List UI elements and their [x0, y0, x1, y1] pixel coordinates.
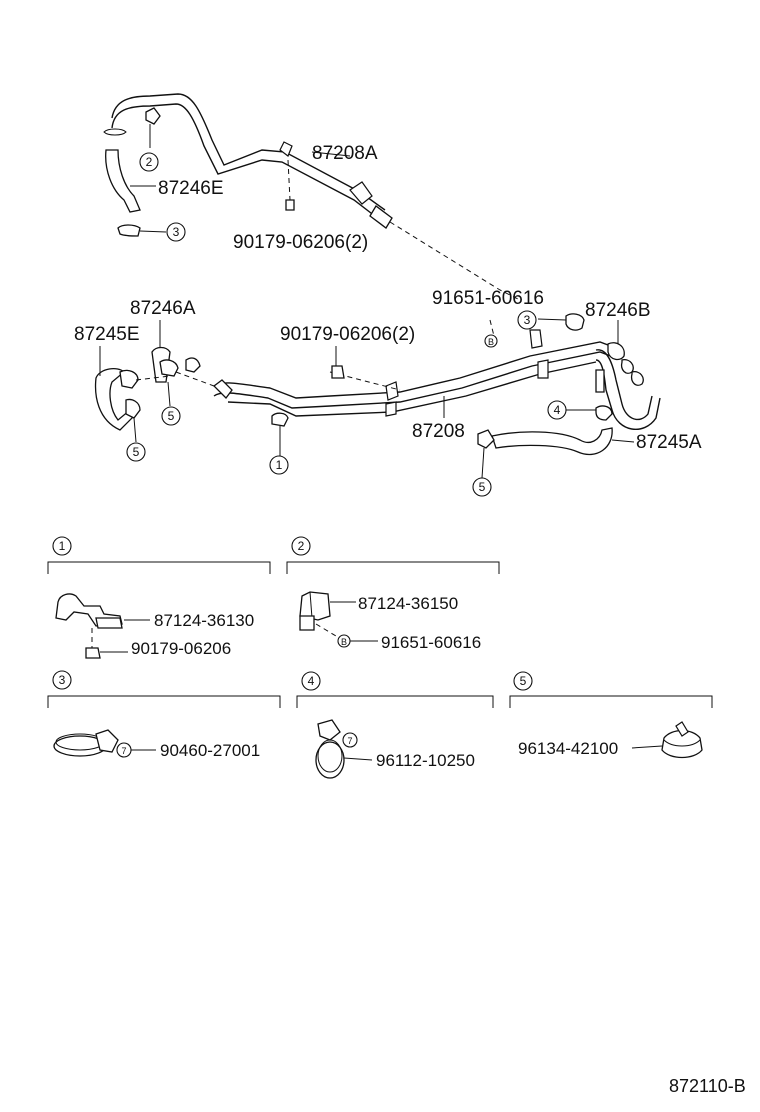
- detail-box-1-part-1: 87124-36130: [154, 611, 254, 630]
- marker-5-left: 5: [133, 445, 140, 459]
- detail-box-3-part-1: 90460-27001: [160, 741, 260, 760]
- label-90179-06206-mid: 90179-06206(2): [280, 324, 415, 345]
- hose-87246B: [537, 313, 661, 431]
- main-pipe-87208: [213, 319, 617, 417]
- detail-box-4-number: 4: [308, 674, 315, 688]
- detail-box-5-number: 5: [520, 674, 527, 688]
- detail-box-4-marker: 7: [347, 736, 352, 746]
- detail-box-3-number: 3: [59, 673, 66, 687]
- marker-5-bottom: 5: [479, 480, 486, 494]
- hose-87246E: [103, 107, 167, 237]
- label-87208: 87208: [412, 421, 465, 442]
- marker-1: 1: [276, 458, 283, 472]
- diagram-code: 872110-B: [669, 1076, 746, 1096]
- detail-box-2-part-2: 91651-60616: [381, 633, 481, 652]
- detail-box-1-part-2: 90179-06206: [131, 639, 231, 658]
- marker-5-mid: 5: [168, 409, 175, 423]
- detail-box-4: 4 7 96112-10250: [296, 671, 494, 779]
- marker-2: 2: [146, 155, 153, 169]
- marker-3-right: 3: [524, 313, 531, 327]
- label-91651-60616: 91651-60616: [432, 288, 544, 309]
- detail-box-2: 2 B 87124-36150 91651-60616: [286, 536, 500, 652]
- detail-box-4-part-1: 96112-10250: [376, 751, 475, 770]
- hose-87245A: [271, 405, 613, 456]
- label-90179-06206-top: 90179-06206(2): [233, 232, 368, 253]
- detail-box-5: 5 96134-42100: [509, 671, 713, 759]
- label-87246E: 87246E: [158, 178, 224, 199]
- label-87245E: 87245E: [74, 324, 140, 345]
- label-87208A: 87208A: [312, 143, 378, 164]
- hose-87246A: [151, 346, 215, 387]
- detail-box-1-number: 1: [59, 539, 66, 553]
- marker-3-top: 3: [173, 225, 180, 239]
- detail-box-5-part-1: 96134-42100: [518, 739, 618, 758]
- marker-4: 4: [554, 403, 561, 417]
- upper-pipe-87208A: [111, 93, 521, 301]
- marker-B-right: B: [488, 337, 494, 347]
- detail-box-1: 1 87124-36130 90179-06206: [47, 536, 271, 659]
- label-87246B: 87246B: [585, 300, 651, 321]
- detail-box-3: 3 7 90460-27001: [47, 670, 281, 760]
- label-87246A: 87246A: [130, 298, 196, 319]
- label-87245A: 87245A: [636, 432, 702, 453]
- detail-box-3-marker: 7: [121, 746, 126, 756]
- detail-box-2-number: 2: [298, 539, 305, 553]
- leader-87208A: [311, 151, 351, 157]
- detail-box-2-part-1: 87124-36150: [358, 594, 458, 613]
- hose-87245E: [94, 367, 171, 431]
- detail-box-2-marker: B: [341, 637, 347, 647]
